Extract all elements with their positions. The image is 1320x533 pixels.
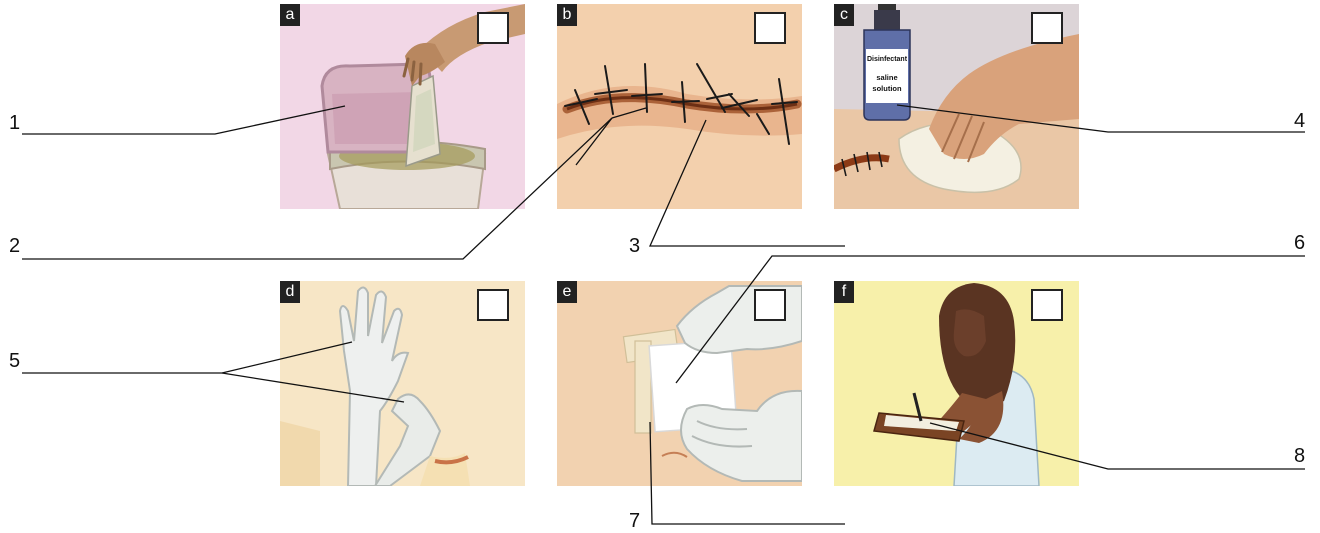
answer-box-b[interactable] (754, 12, 786, 44)
answer-box-a[interactable] (477, 12, 509, 44)
label-1: 1 (9, 113, 20, 133)
panel-b: b (557, 4, 802, 209)
panel-letter-e: e (557, 281, 577, 303)
bottle-label-line-2: saline (876, 73, 897, 82)
bottle-label-line-1: Disinfectant (867, 56, 908, 63)
answer-box-c[interactable] (1031, 12, 1063, 44)
label-6: 6 (1294, 233, 1305, 253)
label-4: 4 (1294, 111, 1305, 131)
panel-letter-a: a (280, 4, 300, 26)
panel-letter-d: d (280, 281, 300, 303)
panel-f: f (834, 281, 1079, 486)
answer-box-d[interactable] (477, 289, 509, 321)
label-3: 3 (629, 236, 640, 256)
answer-box-f[interactable] (1031, 289, 1063, 321)
answer-box-e[interactable] (754, 289, 786, 321)
panel-c: Disinfectant saline solution c (834, 4, 1079, 209)
label-7: 7 (629, 511, 640, 531)
bottle-label-line-3: solution (872, 84, 902, 93)
panel-a: a (280, 4, 525, 209)
panel-e: e (557, 281, 802, 486)
label-5: 5 (9, 351, 20, 371)
panel-letter-f: f (834, 281, 854, 303)
panel-letter-c: c (834, 4, 854, 26)
panel-letter-b: b (557, 4, 577, 26)
panel-d: d (280, 281, 525, 486)
label-8: 8 (1294, 446, 1305, 466)
label-2: 2 (9, 236, 20, 256)
